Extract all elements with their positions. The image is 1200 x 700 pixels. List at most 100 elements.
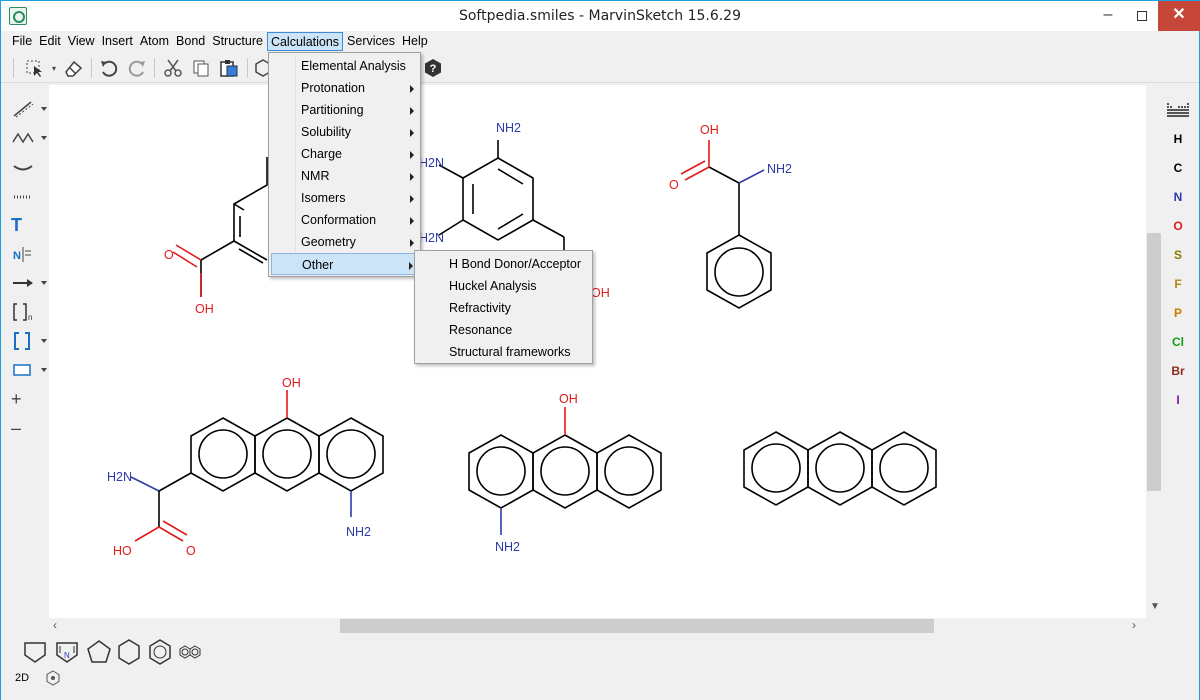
molecule-phenylglycine[interactable] [680,140,772,309]
chain-button[interactable] [11,126,39,150]
scroll-down-icon[interactable]: ▼ [1150,601,1160,612]
element-c-button[interactable]: C [1163,161,1193,175]
atom-label: NH2 [495,540,520,554]
molecule-triamino[interactable] [438,140,565,250]
naphthalene-template-button[interactable] [177,637,205,665]
element-symbol: H [1173,132,1183,146]
element-n-button[interactable]: N [1163,190,1193,204]
close-button[interactable]: ✕ [1158,1,1200,31]
benzene-template-button[interactable] [146,637,174,665]
menu-item-elemental-analysis[interactable]: Elemental Analysis [271,55,418,77]
element-symbol: C [1173,161,1183,175]
molecule-aminoanthracenol[interactable] [468,407,662,535]
text-tool-button[interactable]: T [11,214,22,235]
menu-item-resonance[interactable]: Resonance [417,319,590,341]
template-toolbar: N 2D [1,634,1199,700]
menu-item-solubility[interactable]: Solubility [271,121,418,143]
repeating-unit-button[interactable]: n [11,300,39,324]
molecule-anthracene[interactable] [743,431,937,506]
cyclopentane-template-button[interactable] [85,637,113,665]
dotted-bond-button[interactable] [11,184,39,208]
rectangle-dropdown[interactable] [41,368,47,372]
menu-view[interactable]: View [67,34,95,48]
submenu-arrow-icon [410,151,414,159]
rectangle-button[interactable] [11,358,39,382]
cyclohexane-template-button[interactable] [115,637,143,665]
molecule-anthracene-aminoacid[interactable] [130,390,384,542]
submenu-arrow-icon [410,173,414,181]
arrow-dropdown[interactable] [41,281,47,285]
menu-item-protonation[interactable]: Protonation [271,77,418,99]
paste-button[interactable] [217,57,241,79]
undo-button[interactable] [97,57,121,79]
eraser-button[interactable] [61,57,85,79]
element-cl-button[interactable]: Cl [1163,335,1193,349]
menu-atom[interactable]: Atom [139,34,170,48]
bond-dropdown[interactable] [41,107,47,111]
menu-help[interactable]: Help [401,34,428,48]
3d-mode-button[interactable] [45,670,61,686]
scroll-right-icon[interactable]: › [1132,618,1136,632]
help-button[interactable]: ? [421,57,445,79]
element-i-button[interactable]: I [1163,393,1193,407]
menu-item-nmr[interactable]: NMR [271,165,418,187]
single-bond-button[interactable] [11,97,39,121]
chain-dropdown[interactable] [41,136,47,140]
horizontal-scroll-thumb[interactable] [340,619,934,633]
marvin-app-icon[interactable] [9,7,27,25]
menu-item-refractivity[interactable]: Refractivity [417,297,590,319]
element-h-button[interactable]: H [1163,132,1193,146]
svg-text:N: N [64,651,70,660]
molecule-benzoic-acid[interactable] [172,157,268,297]
redo-button[interactable] [125,57,149,79]
minimize-button[interactable]: – [1103,6,1113,23]
bracket-button[interactable] [11,329,39,353]
zoom-out-button[interactable]: – [11,417,22,438]
menu-item-hbond-donor-acceptor[interactable]: H Bond Donor/Acceptor [417,253,590,275]
menu-item-charge[interactable]: Charge [271,143,418,165]
drawing-canvas[interactable]: O OH NH2 H2N H2N OH OH O NH2 OH NH2 H2N … [49,85,1146,618]
bracket-dropdown[interactable] [41,339,47,343]
vertical-scroll-thumb[interactable] [1147,233,1161,491]
select-dropdown[interactable]: ▾ [51,63,56,73]
menu-item-structural-frameworks[interactable]: Structural frameworks [417,341,590,363]
molecule-drawing: O OH NH2 H2N H2N OH OH O NH2 OH NH2 H2N … [107,121,937,558]
menu-structure[interactable]: Structure [212,34,263,48]
zoom-in-button[interactable]: + [11,388,22,409]
maximize-button[interactable] [1125,1,1159,31]
horizontal-scrollbar[interactable]: ‹ › [49,618,1146,634]
element-symbol: I [1176,393,1180,407]
2d-mode-button[interactable]: 2D [15,672,30,684]
menu-item-geometry[interactable]: Geometry [271,231,418,253]
element-o-button[interactable]: O [1163,219,1193,233]
element-f-button[interactable]: F [1163,277,1193,291]
redo-icon [128,60,145,77]
menu-item-isomers[interactable]: Isomers [271,187,418,209]
periodic-table-icon[interactable] [1167,103,1189,117]
element-palette: H C N O S F P Cl Br I [1163,85,1199,618]
menu-item-partitioning[interactable]: Partitioning [271,99,418,121]
menu-item-huckel-analysis[interactable]: Huckel Analysis [417,275,590,297]
menu-file[interactable]: File [12,34,33,48]
menu-calculations[interactable]: Calculations [266,32,344,51]
arc-button[interactable] [11,155,39,179]
menu-services[interactable]: Services [347,34,395,48]
menu-bond[interactable]: Bond [176,34,206,48]
cut-button[interactable] [161,57,185,79]
cyclopropane-template-button[interactable] [21,637,49,665]
menu-item-other[interactable]: Other [271,253,418,275]
select-tool-button[interactable] [23,57,47,79]
element-p-button[interactable]: P [1163,306,1193,320]
element-s-button[interactable]: S [1163,248,1193,262]
atom-label-button[interactable]: N [11,242,39,266]
scroll-left-icon[interactable]: ‹ [53,618,57,632]
arrow-button[interactable] [11,271,39,295]
element-br-button[interactable]: Br [1163,364,1193,378]
copy-button[interactable] [189,57,213,79]
menu-insert[interactable]: Insert [101,34,133,48]
vertical-scrollbar[interactable]: ▼ [1146,85,1162,618]
menu-edit[interactable]: Edit [39,34,61,48]
pyrrole-template-button[interactable]: N [53,637,81,665]
menu-item-conformation[interactable]: Conformation [271,209,418,231]
